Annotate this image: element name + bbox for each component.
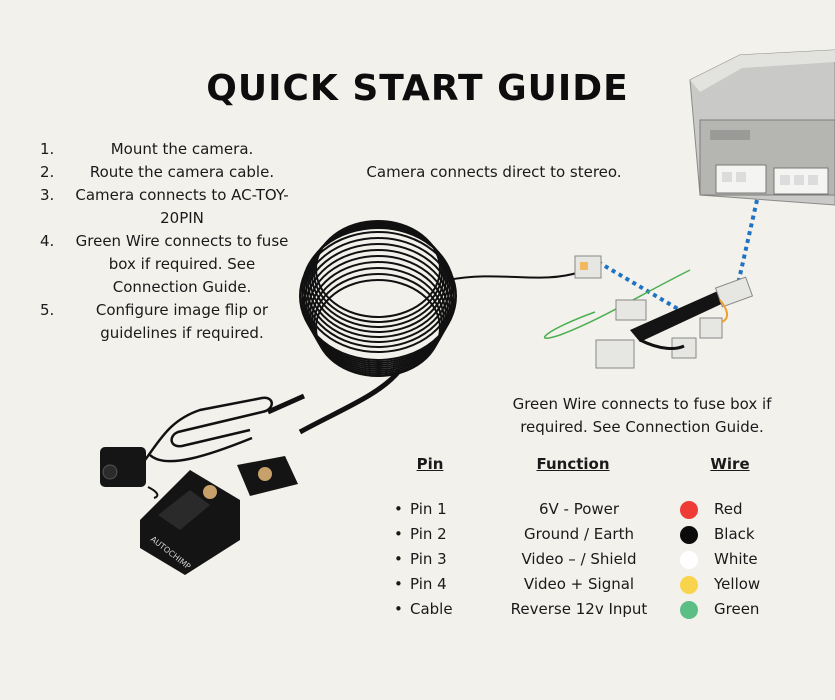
table-row: • Pin 2 Ground / Earth Black [388,525,788,549]
step-text: Green Wire connects to fuse box if requi… [75,232,289,296]
wire-color-swatch [680,576,698,594]
table-row: • Pin 3 Video – / Shield White [388,550,788,574]
function-cell: Ground / Earth [524,525,634,543]
pin-column-header: Pin [416,455,444,473]
function-cell: 6V - Power [538,500,620,518]
function-cell: Reverse 12v Input [510,600,648,618]
adhesive-pad-illustration [237,456,298,496]
wire-color-swatch [680,601,698,619]
bullet-icon: • [394,500,403,518]
wire-cell: Black [714,525,755,543]
function-cell: Video + Signal [523,575,635,593]
pin-cell: Cable [410,600,453,618]
bullet-icon: • [394,600,403,618]
bullet-icon: • [394,525,403,543]
pinout-table: Pin Function Wire • Pin 1 6V - Power Red… [388,455,788,625]
stereo-unit-illustration [689,49,835,206]
page-title: QUICK START GUIDE [206,68,629,109]
wire-column-header: Wire [710,455,750,473]
step-number: 4. [40,232,55,250]
step-text: Configure image flip or guidelines if re… [95,301,269,342]
stereo-connection-caption: Camera connects direct to stereo. [366,163,622,181]
table-row: • Pin 1 6V - Power Red [388,500,788,524]
function-column-header: Function [536,455,610,473]
camera-illustration [100,393,306,499]
table-row: • Cable Reverse 12v Input Green [388,600,788,624]
step-number: 3. [40,186,55,204]
pin-cell: Pin 1 [410,500,447,518]
step-text: Mount the camera. [110,140,254,158]
wire-cell: Green [714,600,760,618]
bullet-icon: • [394,575,403,593]
wire-cell: Yellow [714,575,761,593]
wire-color-swatch [680,501,698,519]
step-number: 5. [40,301,55,319]
table-row: • Pin 4 Video + Signal Yellow [388,575,788,599]
wiring-harness-illustration [595,276,754,369]
pin-cell: Pin 4 [410,575,447,593]
step-text: Route the camera cable. [89,163,275,181]
wire-color-swatch [680,526,698,544]
setup-steps-list: 1. Mount the camera. 2. Route the camera c… [40,138,290,345]
step-number: 2. [40,163,55,181]
wire-cell: White [714,550,758,568]
step-item: 3. Camera connects to AC-TOY-20PIN [40,184,290,230]
wire-color-swatch [680,551,698,569]
step-item: 5. Configure image flip or guidelines if … [40,299,290,345]
step-number: 1. [40,140,55,158]
green-wire-caption: Green Wire connects to fuse box if requi… [512,395,772,436]
pin-cell: Pin 2 [410,525,447,543]
coiled-cable-illustration [298,220,581,435]
step-item: 2. Route the camera cable. [40,161,290,184]
step-item: 1. Mount the camera. [40,138,290,161]
connection-dashed-lines [596,199,759,318]
bullet-icon: • [394,550,403,568]
pin-cell: Pin 3 [410,550,447,568]
wire-cell: Red [714,500,743,518]
function-cell: Video – / Shield [521,550,637,568]
mounting-bracket-illustration: AUTOCHIMP [140,470,240,575]
camera-connector-illustration [574,255,602,279]
green-wire-illustration [543,269,691,339]
step-text: Camera connects to AC-TOY-20PIN [75,186,289,227]
step-item: 4. Green Wire connects to fuse box if req… [40,230,290,299]
